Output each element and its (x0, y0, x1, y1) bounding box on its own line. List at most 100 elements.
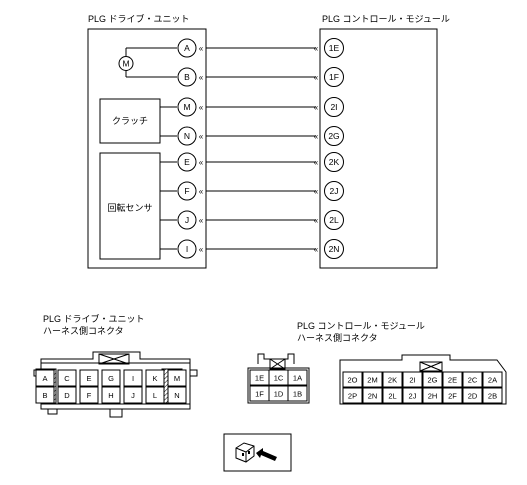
cavity (462, 371, 483, 388)
module-connector-title-2: ハーネス側コネクタ (297, 332, 378, 343)
drive-connector-title-1: PLG ドライブ・ユニット (43, 313, 145, 324)
cavity-label: 1E (255, 374, 264, 383)
cavity-label: 2D (468, 392, 478, 401)
row-2: M « « 2I (177, 97, 344, 117)
cavity-label: A (42, 374, 47, 383)
module-pin-label: 2I (330, 102, 337, 112)
cavity-label: 2C (468, 376, 478, 385)
sensor-label: 回転センサ (107, 203, 152, 213)
drive-pin-circle (177, 38, 197, 58)
cavity-label: 2J (409, 392, 417, 401)
drive-pin-circle (177, 67, 197, 87)
row-1: B « « 1F (177, 67, 344, 87)
cavity (145, 386, 165, 404)
motor-symbol: M (122, 59, 129, 69)
cavity (442, 371, 463, 388)
cavity (482, 371, 503, 388)
drive-pin-circle (177, 152, 197, 172)
drive-connector-title-2: ハーネス側コネクタ (43, 325, 124, 336)
cavity (402, 371, 423, 388)
motor-circuit: M (118, 47, 177, 78)
cavity (342, 387, 363, 404)
row-4: E « « 2K (177, 152, 344, 172)
cavity-label: 2N (368, 392, 378, 401)
chevron-icon: « (199, 73, 204, 82)
row-0: A « « 1E (177, 38, 344, 58)
drive-pin-label: M (183, 102, 190, 112)
cavity (422, 387, 443, 404)
chevron-icon: « (199, 187, 204, 196)
chevron-icon: « (199, 132, 204, 141)
cavity (35, 386, 55, 404)
row-6: J « « 2L (177, 210, 344, 230)
drive-pin-label: B (184, 72, 190, 82)
chevron-icon: « (199, 44, 204, 53)
control-module-box (319, 28, 438, 269)
drive-pin-label: N (184, 131, 190, 141)
cavity (123, 386, 143, 404)
cavity-label: 2L (388, 392, 396, 401)
drive-pin-label: F (184, 186, 189, 196)
cavity-label: 2O (347, 376, 357, 385)
drive-unit-title: PLG ドライブ・ユニット (88, 13, 190, 24)
cavity (101, 386, 121, 404)
cavity-label: D (64, 391, 70, 400)
cavity-label: K (152, 374, 157, 383)
module-pin-circle (324, 126, 344, 146)
module-pin-label: 2G (328, 131, 339, 141)
module-connector-title-1: PLG コントロール・モジュール (297, 321, 425, 331)
module-pin-circle (324, 239, 344, 259)
cavity (167, 369, 187, 387)
cavity (79, 369, 99, 387)
module-pin-circle (324, 97, 344, 117)
cavity-label: 1F (255, 390, 264, 399)
chevron-icon: « (199, 103, 204, 112)
cavity-label: 2K (388, 376, 397, 385)
cavity-label: 1C (274, 374, 284, 383)
drive-pin-label: I (186, 244, 188, 254)
cavity-label: 2I (409, 376, 415, 385)
cavity-label: M (174, 374, 180, 383)
module-pin-label: 1E (329, 43, 340, 53)
row-7: I « « 2N (177, 239, 344, 259)
module-pin-label: 2J (330, 186, 339, 196)
cavity-label: 2B (488, 392, 497, 401)
sensor-box (99, 152, 161, 260)
cavity-label: 1B (293, 390, 302, 399)
cavity (362, 371, 383, 388)
drive-pin-label: A (184, 43, 190, 53)
cavity-label: 2A (488, 376, 497, 385)
cavity-label: 2E (448, 376, 457, 385)
drive-unit-box (87, 28, 207, 269)
cavity (35, 369, 55, 387)
chevron-icon: « (314, 158, 319, 167)
cavity-label: 1A (293, 374, 302, 383)
cavity-label: 2H (428, 392, 438, 401)
drive-cavity-grid: A C E G I K M B D F H J L N (35, 369, 187, 404)
chevron-icon: « (199, 245, 204, 254)
cavity-label: L (153, 391, 157, 400)
cavity-label: I (132, 374, 134, 383)
cavity (57, 386, 77, 404)
cavity (422, 371, 443, 388)
cavity (101, 369, 121, 387)
module-pin-circle (324, 210, 344, 230)
cavity (482, 387, 503, 404)
chevron-icon: « (314, 103, 319, 112)
cavity-label: 1D (274, 390, 284, 399)
cavity (382, 371, 403, 388)
cavity (342, 371, 363, 388)
drive-pin-label: E (184, 157, 190, 167)
clutch-label: クラッチ (112, 116, 148, 126)
cavity-label: E (86, 374, 91, 383)
chevron-icon: « (314, 245, 319, 254)
drive-pin-circle (177, 181, 197, 201)
cavity-label: F (87, 391, 92, 400)
cavity (123, 369, 143, 387)
small-cavity-grid: 1E 1C 1A 1F 1D 1B (249, 369, 308, 402)
cavity (362, 387, 383, 404)
module-pin-label: 2L (329, 215, 339, 225)
module-connector (339, 354, 507, 405)
row-3: N « « 2G (177, 126, 344, 146)
